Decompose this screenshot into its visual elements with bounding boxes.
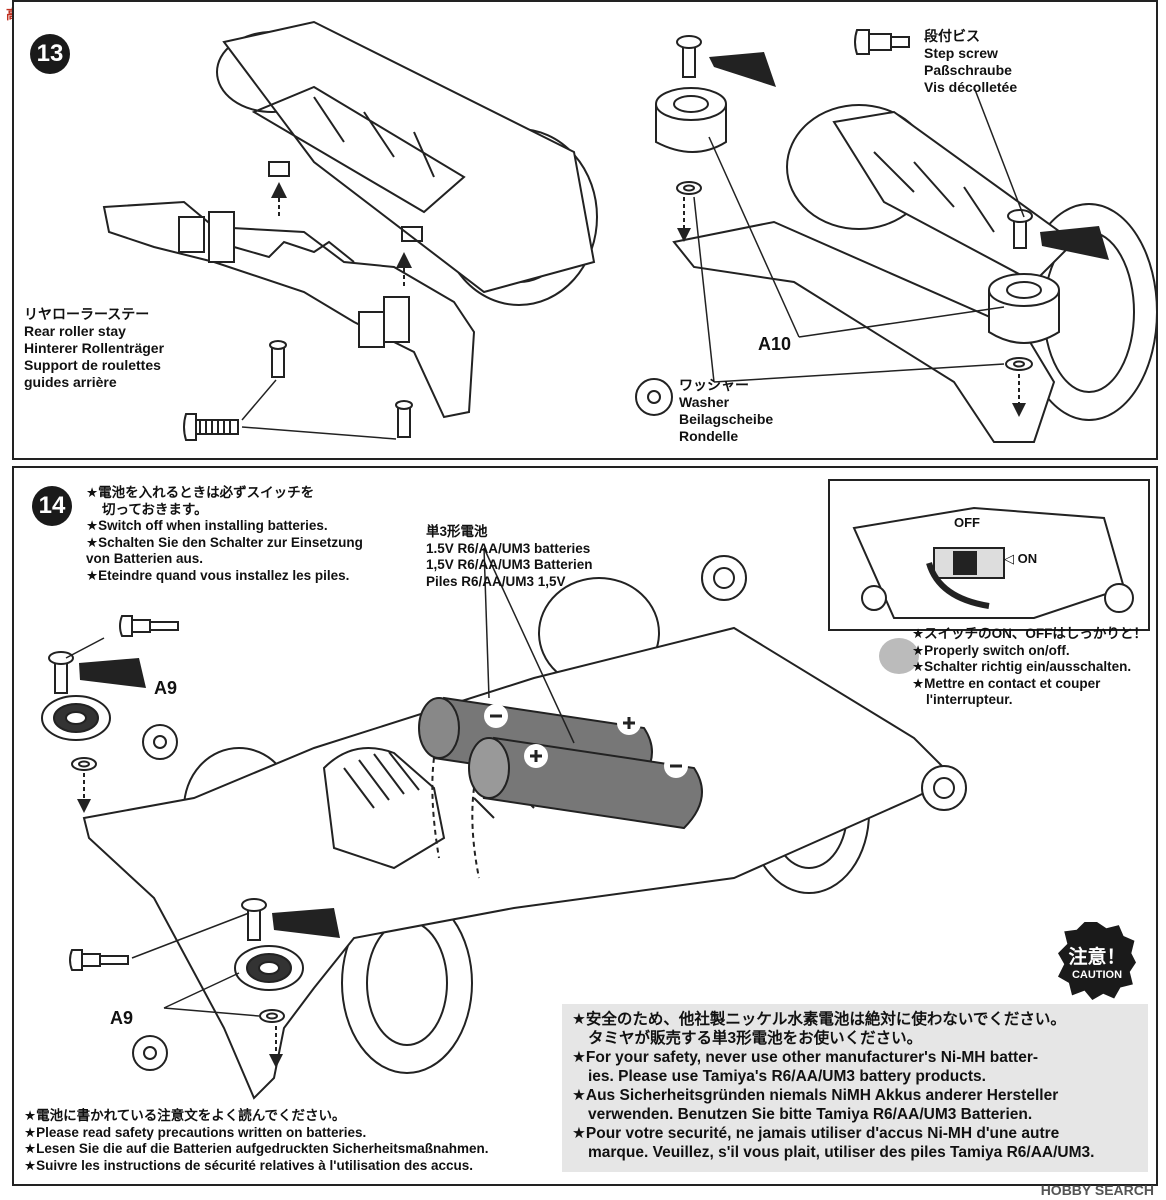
step-14-illustration xyxy=(41,479,1150,1100)
step-13-badge: 13 xyxy=(30,34,70,74)
step-screw-ref-top xyxy=(119,615,179,637)
switch-off-marking: OFF xyxy=(954,515,980,530)
switch-off-note: ★電池を入れるときは必ずスイッチを 切っておきます。 ★Switch off w… xyxy=(86,485,363,583)
battery-safety-note: ★電池に書かれている注意文をよく読んでください。 ★Please read sa… xyxy=(24,1108,489,1173)
switch-on-marking: ◁ ON xyxy=(1004,551,1038,566)
rear-roller-stay-drawing xyxy=(102,200,476,419)
roller-right-drawing xyxy=(988,209,1060,371)
switch-inset-drawing xyxy=(828,479,1150,631)
washer-label: ワッシャー Washer Beilagscheibe Rondelle xyxy=(679,377,774,444)
step-14-panel: 14 ★電池を入れるときは必ずスイッチを 切っておきます。 ★Switch of… xyxy=(12,466,1158,1186)
part-id-a10: A10 xyxy=(758,334,792,354)
step-screw-ref xyxy=(854,29,910,55)
step-screw-label: 段付ビス Step screw Paßschraube Vis décollet… xyxy=(924,28,1018,95)
roller-a9-bottom-drawing xyxy=(234,898,304,1023)
screw-left-ref xyxy=(183,413,239,441)
caution-box: ★安全のため、他社製ニッケル水素電池は絶対に使わないでください。 タミヤが販売す… xyxy=(562,1004,1148,1172)
chassis-left-drawing xyxy=(216,20,598,306)
watermark-footer: HOBBY SEARCH xyxy=(1040,1182,1154,1198)
chassis-front-drawing xyxy=(82,555,967,1100)
roller-a9-top-drawing xyxy=(41,651,111,771)
washer-ref xyxy=(635,378,673,416)
screw-left-2 xyxy=(395,400,413,438)
step-screw-ref-bottom xyxy=(69,949,129,971)
roller-top-drawing xyxy=(655,35,727,195)
rear-roller-stay-label: リヤローラーステー Rear roller stay Hinterer Roll… xyxy=(24,306,165,390)
battery-label: 単3形電池 1.5V R6/AA/UM3 batteries 1,5V R6/A… xyxy=(426,524,593,589)
part-id-a9-top: A9 xyxy=(154,678,178,698)
step-13-illustration xyxy=(102,20,1158,443)
caution-badge: 注意！ CAUTION xyxy=(1058,922,1136,1000)
screw-left-1 xyxy=(269,340,287,378)
step-13-panel: 13 リヤローラーステー Rear roller stay Hinterer R… xyxy=(12,0,1158,460)
step-14-badge: 14 xyxy=(32,486,72,526)
part-id-a9-bottom: A9 xyxy=(110,1008,134,1028)
proper-switch-note: ★スイッチのON、OFFはしっかりと！ ★Properly switch on/… xyxy=(912,626,1147,707)
